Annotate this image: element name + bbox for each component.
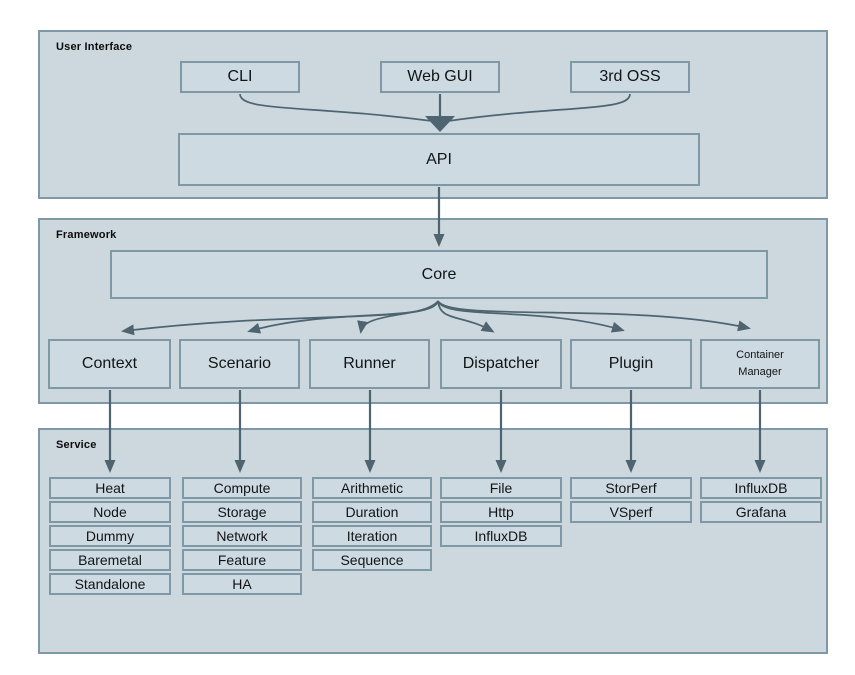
api-box: API (178, 133, 700, 186)
module-runner: Runner (309, 339, 430, 389)
service-label: Service (56, 439, 97, 451)
service-cell: Iteration (312, 525, 432, 547)
service-cell: InfluxDB (700, 477, 822, 499)
core-box: Core (110, 250, 768, 299)
service-cell: Network (182, 525, 302, 547)
service-cell: Storage (182, 501, 302, 523)
service-stack-container-manager: InfluxDB Grafana (700, 477, 822, 525)
service-cell: Sequence (312, 549, 432, 571)
module-scenario: Scenario (179, 339, 300, 389)
service-cell: Node (49, 501, 171, 523)
web-gui-box: Web GUI (380, 61, 500, 93)
service-cell: Compute (182, 477, 302, 499)
service-stack-plugin: StorPerf VSperf (570, 477, 692, 525)
service-cell: Standalone (49, 573, 171, 595)
module-dispatcher: Dispatcher (440, 339, 562, 389)
service-cell: File (440, 477, 562, 499)
module-plugin: Plugin (570, 339, 692, 389)
container-manager-label: Container Manager (736, 348, 784, 378)
service-stack-dispatcher: File Http InfluxDB (440, 477, 562, 549)
service-cell: VSperf (570, 501, 692, 523)
service-cell: Duration (312, 501, 432, 523)
third-oss-box: 3rd OSS (570, 61, 690, 93)
service-cell: Heat (49, 477, 171, 499)
service-cell: StorPerf (570, 477, 692, 499)
module-context: Context (48, 339, 171, 389)
service-cell: InfluxDB (440, 525, 562, 547)
module-container-manager: Container Manager (700, 339, 820, 389)
service-stack-runner: Arithmetic Duration Iteration Sequence (312, 477, 432, 573)
service-cell: Arithmetic (312, 477, 432, 499)
service-cell: Baremetal (49, 549, 171, 571)
service-cell: Grafana (700, 501, 822, 523)
service-cell: Feature (182, 549, 302, 571)
user-interface-label: User Interface (56, 41, 133, 53)
service-stack-context: Heat Node Dummy Baremetal Standalone (49, 477, 171, 597)
service-stack-scenario: Compute Storage Network Feature HA (182, 477, 302, 597)
framework-label: Framework (56, 229, 117, 241)
service-cell: Http (440, 501, 562, 523)
service-cell: HA (182, 573, 302, 595)
cli-box: CLI (180, 61, 300, 93)
service-cell: Dummy (49, 525, 171, 547)
